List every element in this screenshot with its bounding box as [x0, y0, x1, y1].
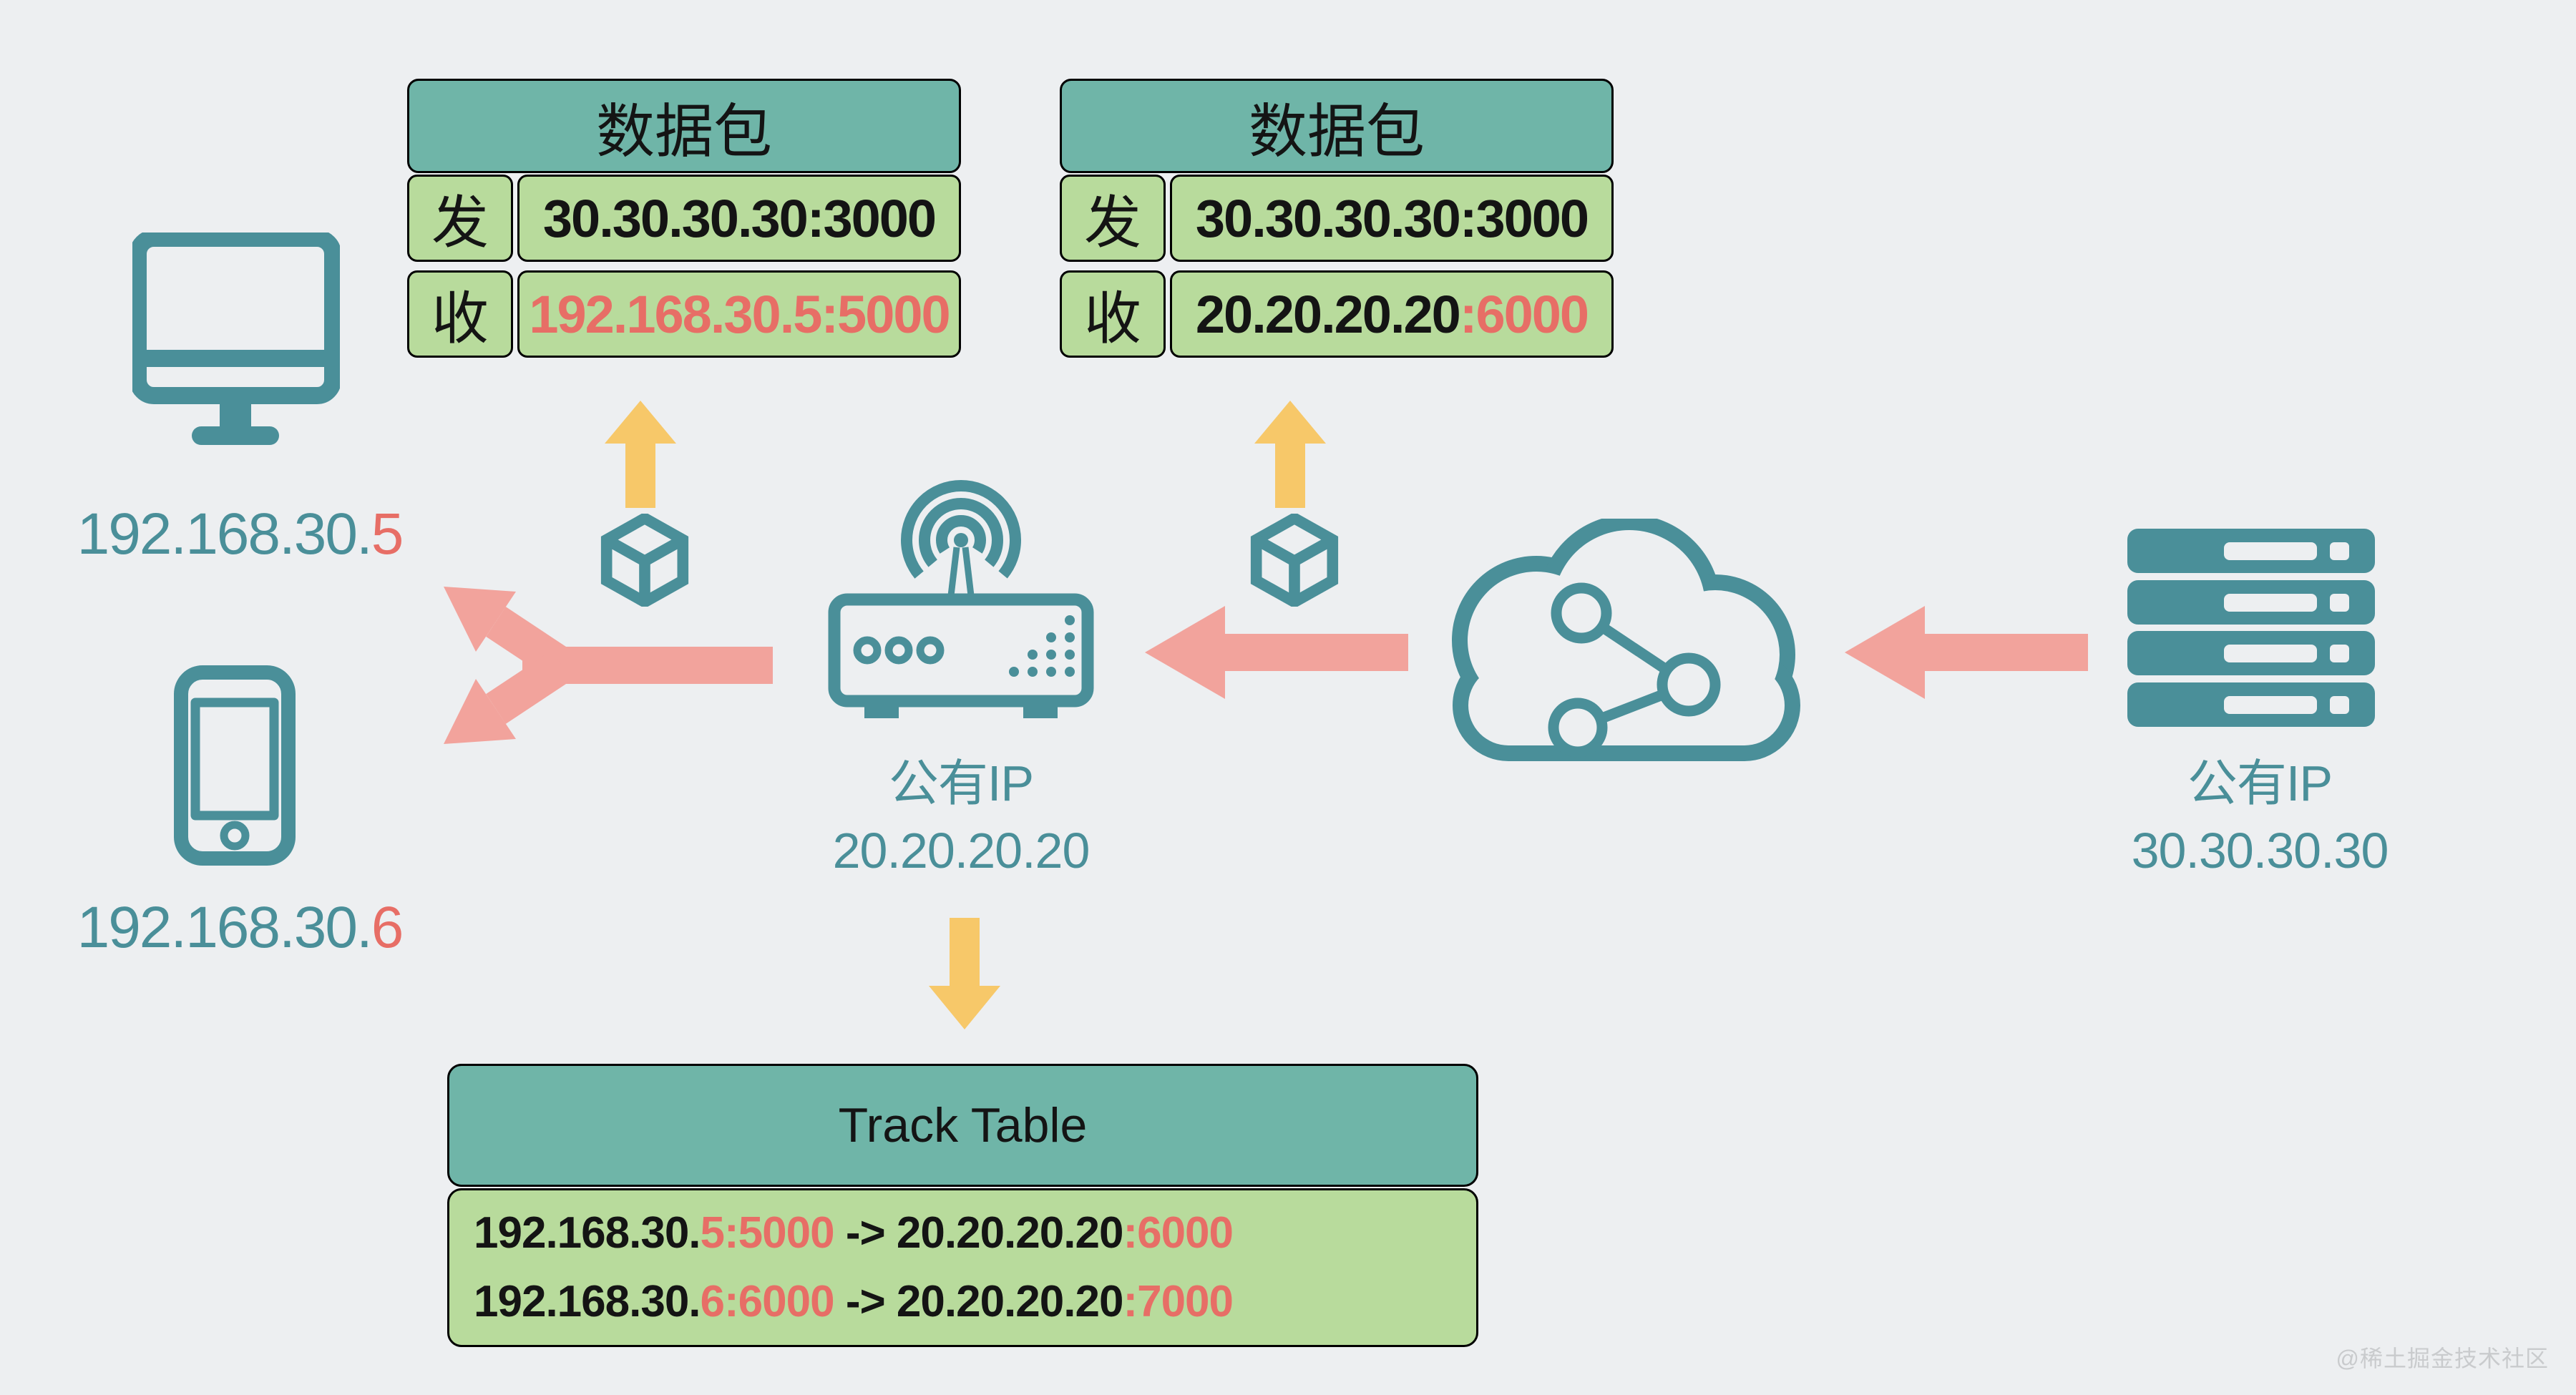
server-label-line2: 30.30.30.30 [2131, 823, 2389, 878]
phone-ip-label: 192.168.30.6 [77, 895, 404, 960]
track-table: Track Table 192.168.30.5:5000 -> 20.20.2… [447, 1064, 1478, 1348]
router-ip-label: 公有IP 20.20.20.20 [782, 750, 1140, 884]
router-label-line2: 20.20.20.20 [832, 823, 1091, 878]
down-arrow-icon [929, 918, 1000, 1029]
packet-left-recv-value: 192.168.30.5:5000 [517, 270, 961, 358]
router-label-line1: 公有IP [888, 755, 1034, 811]
package-icon-left [600, 514, 689, 607]
server-label-line1: 公有IP [2187, 755, 2333, 811]
packet-right-send-label: 发 [1060, 175, 1166, 262]
server-ip-label: 公有IP 30.30.30.30 [2081, 750, 2439, 884]
track-row: 192.168.30.5:5000 -> 20.20.20.20:6000 [474, 1208, 1234, 1258]
packet-right-recv-label: 收 [1060, 270, 1166, 358]
up-arrow-icon-left [605, 401, 676, 508]
packet-table-right-title: 数据包 [1248, 99, 1425, 165]
packet-right-send-value: 30.30.30.30:3000 [1170, 175, 1614, 262]
flow-arrow-router-to-devices [444, 587, 773, 744]
share-nodes-icon [1548, 582, 1721, 758]
packet-left-send-label: 发 [407, 175, 513, 262]
package-icon-right [1250, 514, 1339, 607]
cloud-icon [1452, 519, 1800, 761]
packet-left-send-value: 30.30.30.30:3000 [517, 175, 961, 262]
smartphone-icon [174, 665, 296, 866]
packet-table-left: 数据包 发 30.30.30.30:3000 收 192.168.30.5:50… [407, 79, 961, 359]
track-table-body: 192.168.30.5:5000 -> 20.20.20.20:6000 19… [447, 1188, 1478, 1347]
track-row: 192.168.30.6:6000 -> 20.20.20.20:7000 [474, 1277, 1234, 1326]
router-icon [828, 480, 1094, 718]
packet-table-left-header: 数据包 [407, 79, 961, 173]
pc-ip-label: 192.168.30.5 [77, 501, 404, 567]
server-icon [2127, 529, 2375, 727]
packet-table-left-title: 数据包 [595, 99, 772, 165]
track-table-header: Track Table [447, 1064, 1478, 1187]
flow-arrow-server-to-cloud [1845, 606, 2088, 699]
watermark: @稀土掘金技术社区 [2336, 1346, 2549, 1371]
packet-right-recv-value: 20.20.20.20:6000 [1170, 270, 1614, 358]
monitor-icon [132, 232, 340, 445]
up-arrow-icon-right [1254, 401, 1326, 508]
packet-table-right: 数据包 发 30.30.30.30:3000 收 20.20.20.20:600… [1060, 79, 1614, 359]
flow-arrow-cloud-to-router [1145, 606, 1408, 699]
packet-table-right-header: 数据包 [1060, 79, 1614, 173]
track-table-title: Track Table [838, 1098, 1088, 1152]
packet-left-recv-label: 收 [407, 270, 513, 358]
